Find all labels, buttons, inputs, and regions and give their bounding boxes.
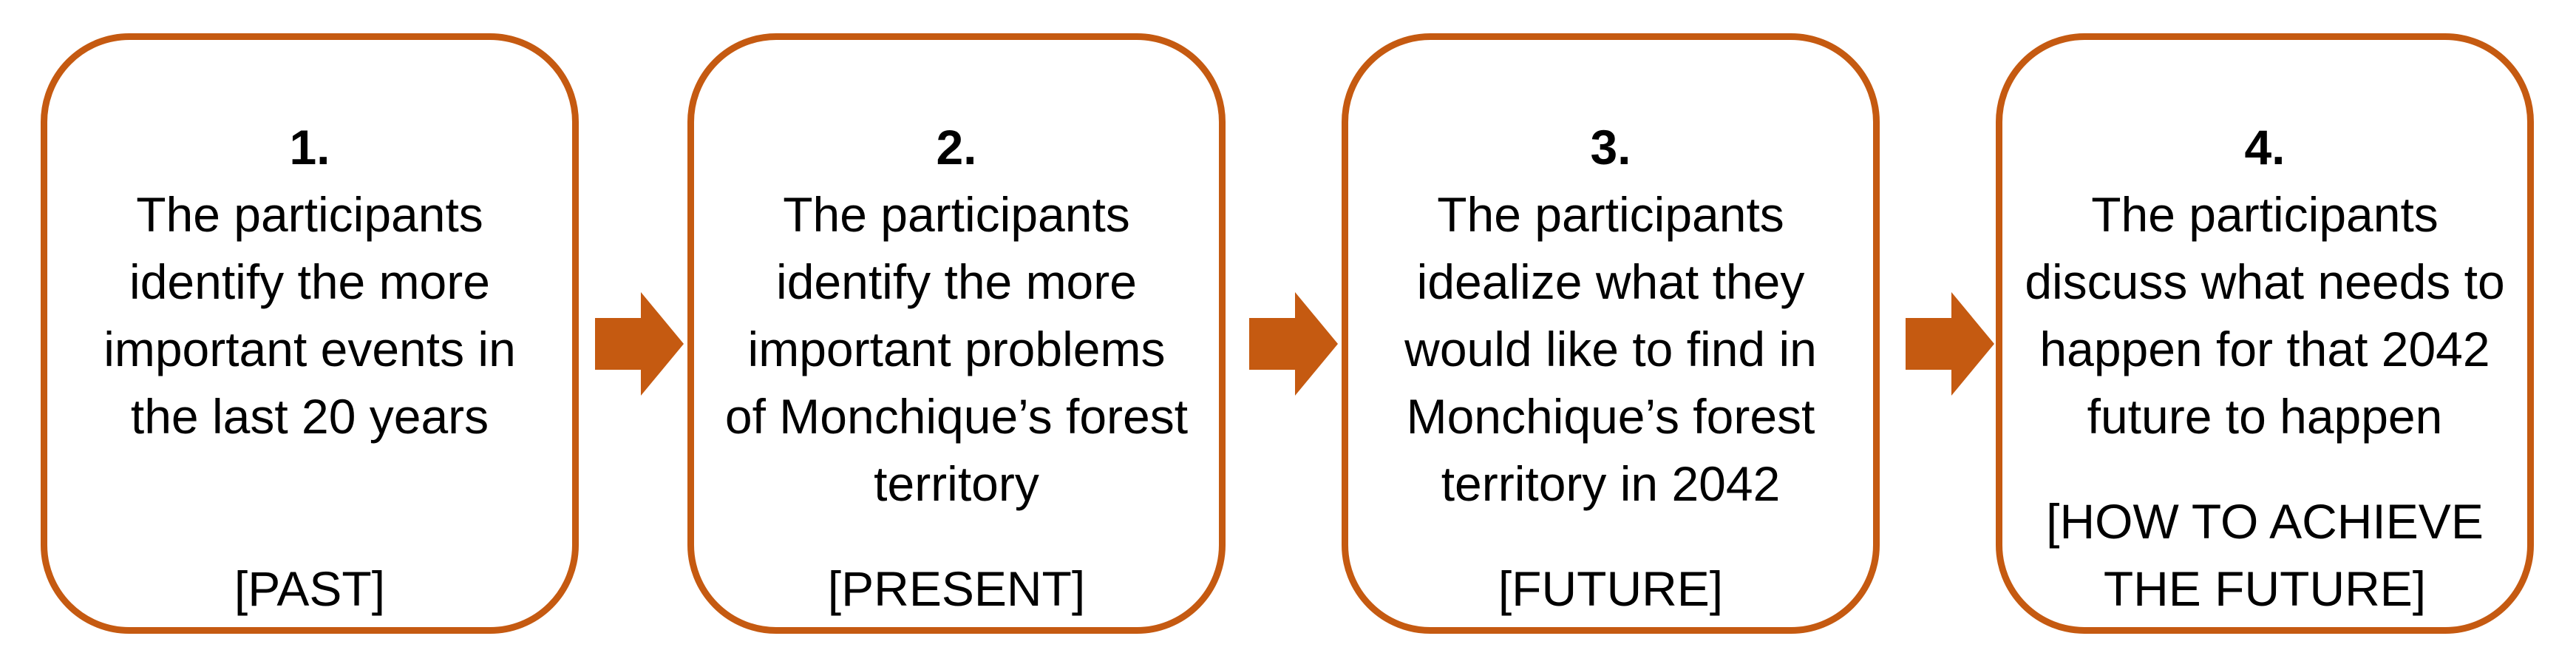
step-number: 1.: [289, 120, 330, 175]
step-desc-line: The participants: [783, 187, 1130, 242]
arrow-right-icon: [595, 292, 684, 396]
step-content: 1. The participants identify the more im…: [47, 114, 572, 450]
step-desc-line: of Monchique’s forest: [724, 389, 1189, 444]
step-tag: [PAST]: [47, 555, 572, 623]
step-tag-line: [HOW TO ACHIEVE: [2046, 494, 2484, 549]
step-desc-line: future to happen: [2087, 389, 2443, 444]
step-desc-line: identify the more: [129, 254, 490, 309]
step-number: 3.: [1590, 120, 1631, 175]
step-desc-line: discuss what needs to: [2025, 254, 2505, 309]
step-number: 2.: [936, 120, 977, 175]
step-tag: [PRESENT]: [694, 555, 1219, 623]
step-desc-line: idealize what they: [1416, 254, 1805, 309]
step-desc-line: the last 20 years: [130, 389, 489, 444]
step-content: 4. The participants discuss what needs t…: [2002, 114, 2527, 450]
step-box-1: 1. The participants identify the more im…: [41, 33, 579, 634]
arrow-right-icon: [1906, 292, 1994, 396]
step-desc-line: territory in 2042: [1441, 456, 1781, 511]
step-desc-line: happen for that 2042: [2039, 322, 2490, 376]
step-tag-line: THE FUTURE]: [2103, 561, 2427, 616]
step-desc-line: The participants: [2091, 187, 2439, 242]
step-box-3: 3. The participants idealize what they w…: [1342, 33, 1880, 634]
step-box-4: 4. The participants discuss what needs t…: [1996, 33, 2534, 634]
step-tag: [FUTURE]: [1348, 555, 1873, 623]
step-tag-line: [FUTURE]: [1498, 561, 1724, 616]
step-tag-line: [PAST]: [234, 561, 386, 616]
step-box-2: 2. The participants identify the more im…: [687, 33, 1226, 634]
step-desc-line: important problems: [747, 322, 1166, 376]
step-desc-line: would like to find in: [1404, 322, 1817, 376]
step-content: 3. The participants idealize what they w…: [1348, 114, 1873, 518]
step-desc-line: important events in: [103, 322, 516, 376]
arrow-right-icon: [1249, 292, 1338, 396]
step-desc-line: Monchique’s forest: [1406, 389, 1815, 444]
step-number: 4.: [2244, 120, 2286, 175]
step-tag: [HOW TO ACHIEVE THE FUTURE]: [2002, 488, 2527, 623]
step-desc-line: The participants: [136, 187, 483, 242]
step-tag-line: [PRESENT]: [827, 561, 1086, 616]
step-desc-line: identify the more: [776, 254, 1137, 309]
step-desc-line: The participants: [1437, 187, 1784, 242]
step-desc-line: territory: [874, 456, 1039, 511]
step-content: 2. The participants identify the more im…: [694, 114, 1219, 518]
